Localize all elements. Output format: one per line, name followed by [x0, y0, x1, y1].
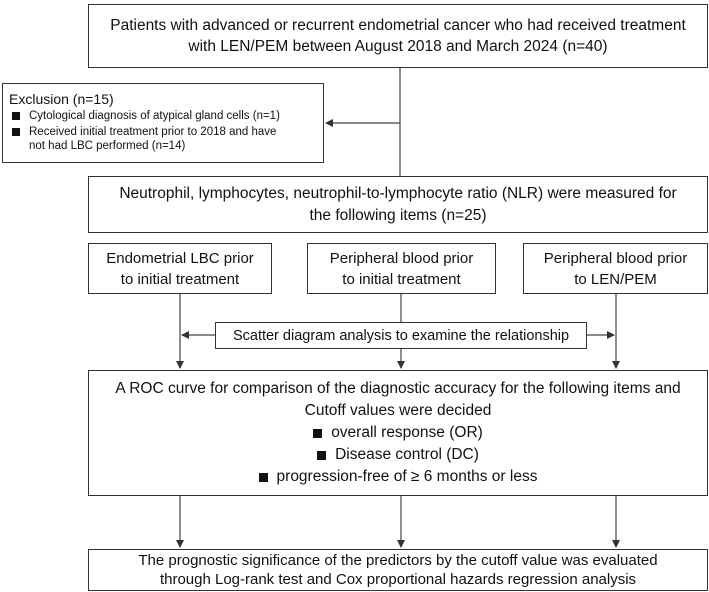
- endometrial-lbc-box: Endometrial LBC prior to initial treatme…: [88, 243, 272, 294]
- exclusion-item: Received initial treatment prior to 2018…: [9, 125, 317, 154]
- scatter-label: Scatter diagram analysis to examine the …: [232, 327, 570, 344]
- roc-curve-box: A ROC curve for comparison of the diagno…: [88, 370, 708, 496]
- bullet-square-icon: [12, 112, 20, 120]
- nlr-line-2: the following items (n=25): [309, 206, 487, 224]
- patients-line-1: Patients with advanced or recurrent endo…: [110, 17, 686, 34]
- patients-box: Patients with advanced or recurrent endo…: [88, 4, 708, 68]
- exclusion-title: Exclusion (n=15): [9, 91, 114, 107]
- nlr-line-1: Neutrophil, lymphocytes, neutrophil-to-l…: [119, 184, 677, 202]
- roc-criterion-label: progression-free of ≥ 6 months or less: [276, 468, 538, 485]
- bullet-square-icon: [258, 472, 268, 482]
- roc-criterion: overall response (OR): [313, 422, 483, 444]
- final-line-1: The prognostic significance of the predi…: [138, 552, 658, 569]
- bullet-square-icon: [317, 450, 327, 460]
- peripheral-blood-lenpem-box: Peripheral blood prior to LEN/PEM: [523, 243, 708, 294]
- roc-line-1: A ROC curve for comparison of the diagno…: [115, 380, 681, 397]
- exclusion-item-line: not had LBC performed (n=14): [29, 140, 186, 152]
- roc-criterion-label: Disease control (DC): [335, 446, 479, 463]
- item-line: Endometrial LBC prior: [106, 249, 254, 267]
- item-line: to initial treatment: [120, 270, 240, 288]
- item-line: Peripheral blood prior: [329, 249, 474, 267]
- roc-criterion: progression-free of ≥ 6 months or less: [258, 466, 538, 488]
- item-line: to initial treatment: [342, 270, 461, 288]
- nlr-measurement-box: Neutrophil, lymphocytes, neutrophil-to-l…: [88, 176, 708, 233]
- exclusion-box: Exclusion (n=15) Cytological diagnosis o…: [2, 83, 324, 163]
- exclusion-item-line: Cytological diagnosis of atypical gland …: [29, 110, 280, 122]
- roc-criterion: Disease control (DC): [317, 444, 479, 466]
- item-line: Peripheral blood prior: [543, 249, 688, 267]
- prognostic-analysis-box: The prognostic significance of the predi…: [88, 549, 708, 591]
- exclusion-item: Cytological diagnosis of atypical gland …: [9, 109, 317, 124]
- bullet-square-icon: [12, 127, 20, 136]
- scatter-analysis-box: Scatter diagram analysis to examine the …: [215, 322, 587, 349]
- roc-line-2: Cutoff values were decided: [304, 402, 492, 419]
- roc-criterion-label: overall response (OR): [331, 424, 483, 441]
- final-line-2: through Log-rank test and Cox proportion…: [159, 571, 637, 588]
- patients-line-2: with LEN/PEM between August 2018 and Mar…: [188, 38, 608, 55]
- item-line: to LEN/PEM: [574, 270, 657, 288]
- exclusion-item-line: Received initial treatment prior to 2018…: [29, 125, 277, 138]
- peripheral-blood-initial-box: Peripheral blood prior to initial treatm…: [307, 243, 496, 294]
- bullet-square-icon: [313, 428, 323, 438]
